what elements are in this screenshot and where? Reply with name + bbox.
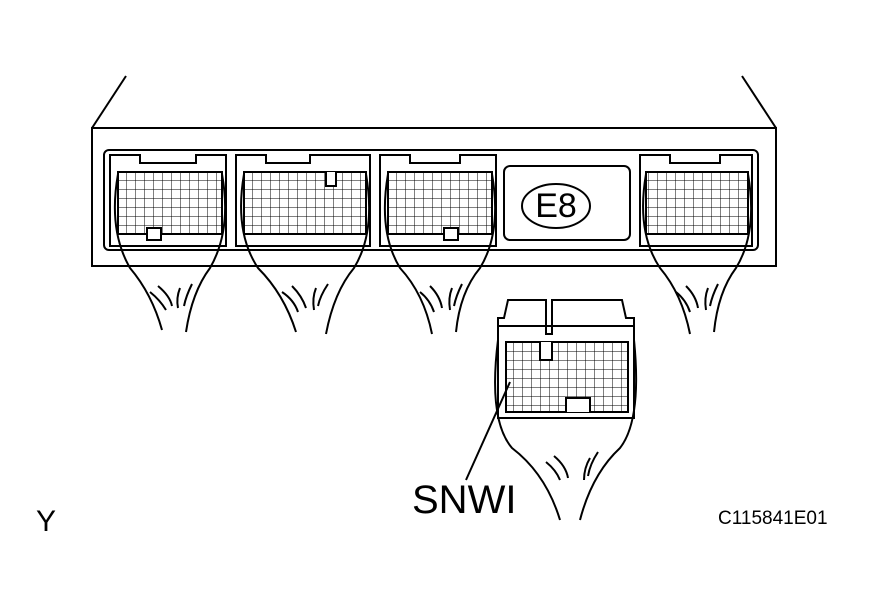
connector-2[interactable] xyxy=(235,154,371,335)
connector-label: E8 xyxy=(535,187,577,225)
callout-label: SNWI xyxy=(412,478,517,522)
ecu-body xyxy=(91,75,777,267)
figure-code: C115841E01 xyxy=(718,508,828,529)
detached-connector[interactable] xyxy=(494,299,638,521)
connector-1[interactable] xyxy=(109,154,227,333)
e8-plate xyxy=(503,165,631,241)
corner-mark: Y xyxy=(36,505,57,538)
connector-4[interactable] xyxy=(639,154,753,335)
connector-3[interactable] xyxy=(379,154,497,335)
callout-leader xyxy=(465,381,511,481)
